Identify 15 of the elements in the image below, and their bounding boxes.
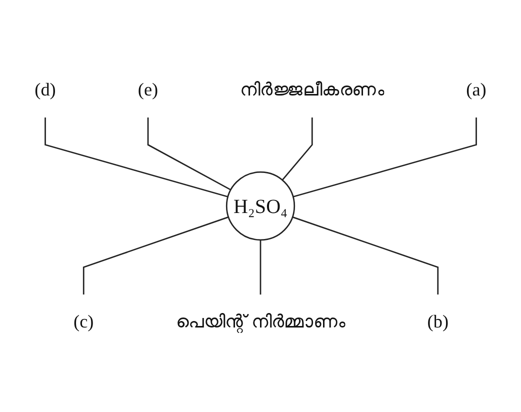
connector — [44, 117, 228, 198]
node-text: പെയിന്റ് നിർമ്മാണം — [176, 312, 346, 332]
node-text: (a) — [466, 80, 486, 100]
node-text: നിർജ്ജലീകരണം — [240, 80, 384, 100]
node-text: (c) — [74, 312, 94, 332]
connector — [82, 216, 229, 295]
connector — [260, 240, 262, 295]
connector — [282, 117, 313, 181]
connector — [147, 117, 232, 190]
connector — [292, 117, 477, 198]
connector — [292, 216, 439, 295]
node-circle: H₂SO₄ — [226, 171, 296, 241]
node-text: (b) — [427, 312, 449, 332]
node-text: (e) — [138, 80, 158, 100]
node-text: (d) — [34, 80, 56, 100]
